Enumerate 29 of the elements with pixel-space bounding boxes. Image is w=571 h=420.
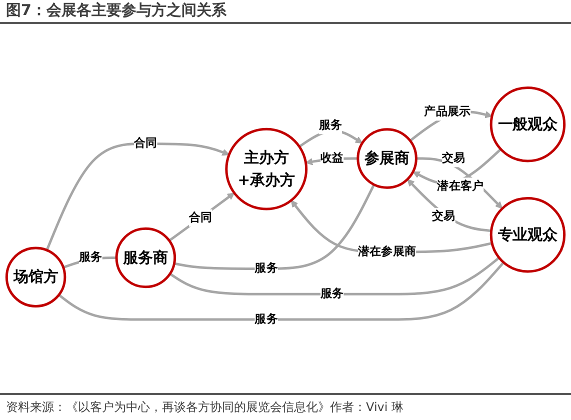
arrow — [412, 148, 502, 185]
connector — [58, 262, 505, 321]
edge-label: 收益 — [320, 151, 344, 165]
edge-label: 交易 — [432, 210, 456, 223]
edge-label: 服务 — [318, 118, 342, 132]
figure-title: 图7：会展各主要参与方之间关系 — [6, 0, 226, 20]
arrow — [407, 179, 492, 232]
edge-label: 服务 — [79, 250, 102, 264]
edge-label: 合同 — [188, 210, 212, 224]
edge-label: 服务 — [254, 262, 278, 276]
arrow — [298, 130, 363, 148]
edge-label: 服务 — [254, 312, 278, 326]
connector — [174, 184, 376, 270]
edge-label: 潜在参展商 — [358, 245, 416, 258]
node-circle: 服务商 — [115, 227, 176, 288]
edge-label: 交易 — [442, 151, 466, 165]
arrow — [46, 142, 230, 251]
source-caption: 资料来源：《以客户为中心，再谈各方协同的展览会信息化》作者：Vivi 琳 — [6, 399, 404, 415]
edge-label: 合同 — [134, 136, 158, 150]
connector — [169, 256, 500, 296]
node-circle: 参展商 — [356, 128, 418, 189]
edge-label: 潜在客户 — [437, 179, 484, 193]
node-circle: 主办方+承办方 — [225, 128, 308, 210]
edge-label: 服务 — [320, 287, 344, 300]
node-circle: 一般观众 — [490, 86, 566, 162]
node-circle: 专业观众 — [490, 196, 566, 273]
edge-label: 产品展示 — [424, 104, 471, 118]
arrow — [290, 200, 492, 254]
arrow — [168, 192, 235, 242]
